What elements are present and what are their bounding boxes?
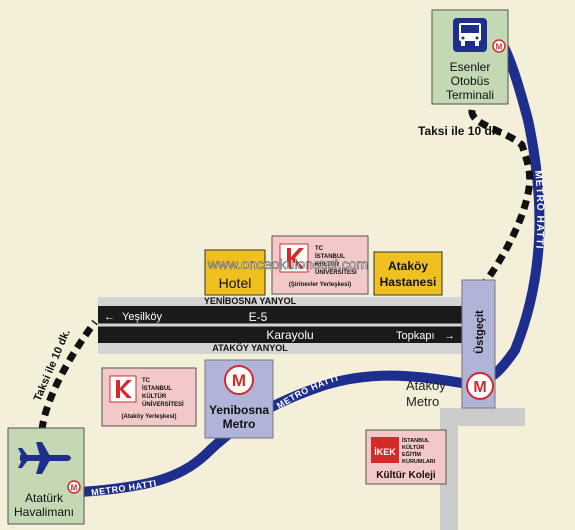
svg-text:M: M — [473, 379, 486, 396]
atakoy-hastanesi-line2: Hastanesi — [380, 275, 437, 289]
east-arrow-icon: → — [444, 330, 455, 342]
university-atakoy-line2: İSTANBUL — [142, 385, 172, 392]
university-logo-icon — [279, 243, 309, 273]
university-sirinevler-campus: (Şirinevler Yerleşkesi) — [289, 282, 351, 288]
hotel-building — [204, 249, 266, 296]
university-atakoy-line3: KÜLTÜR — [142, 393, 167, 400]
atakoy-hastanesi-line1: Ataköy — [388, 259, 428, 273]
yenibosna-metro-icon: M — [224, 365, 254, 395]
university-sirinevler-line2: İSTANBUL — [315, 253, 345, 260]
taxi-label-terminal: Taksi ile 10 dk. — [418, 124, 502, 138]
bus-icon — [453, 18, 487, 52]
terminal-metro-icon: M — [492, 39, 506, 53]
airport-metro-icon: M — [67, 480, 81, 494]
kultur-koleji-line4: KURUMLARI — [402, 459, 436, 465]
university-sirinevler-line1: TC — [315, 246, 324, 252]
svg-text:M: M — [71, 484, 78, 493]
atakoy-metro-label-line2: Metro — [406, 394, 439, 409]
e5-label: E-5 — [249, 310, 268, 324]
yenibosna-yanyol-label: YENİBOSNA YANYOL — [204, 296, 297, 306]
taxi-route-airport — [38, 319, 98, 431]
yenibosna-metro-label-line2: Metro — [223, 417, 256, 431]
atakoy-metro-label-line1: Ataköy — [406, 378, 446, 393]
svg-text:M: M — [232, 371, 246, 390]
kultur-koleji-name: Kültür Koleji — [376, 470, 436, 481]
university-atakoy-line1: TC — [142, 378, 151, 384]
topkapi-label: Topkapı — [396, 330, 435, 342]
terminal-label-line1: Esenler — [450, 60, 491, 74]
ikek-logo-icon — [371, 437, 399, 463]
ustgecit-label: Üstgeçit — [473, 310, 486, 354]
university-atakoy-campus: (Ataköy Yerleşkesi) — [122, 414, 177, 420]
terminal-label-line2: Otobüs — [451, 74, 490, 88]
yenibosna-metro-label-line1: Yenibosna — [209, 403, 269, 417]
atakoy-hastanesi-building — [373, 251, 443, 296]
ataturk-airport — [7, 427, 85, 525]
svg-text:M: M — [496, 43, 503, 52]
yesilkoy-label: Yeşilköy — [122, 311, 162, 323]
atakoy-metro-icon: M — [466, 372, 494, 400]
metro-line-label-upper: METRO HATTI — [532, 170, 545, 250]
kultur-koleji-line2: KÜLTÜR — [402, 444, 424, 451]
kultur-koleji-line1: İSTANBUL — [402, 437, 430, 444]
kultur-koleji-line3: EĞİTİM — [402, 450, 421, 458]
airport-label-line2: Havalimanı — [14, 505, 74, 519]
university-atakoy-logo-icon — [109, 375, 137, 403]
watermark: www.onceokuloncesi.com — [207, 256, 368, 272]
side-road-horizontal — [440, 408, 525, 426]
university-sirinevler-line4: ÜNİVERSİTESİ — [315, 269, 357, 276]
atakoy-yanyol-label: ATAKÖY YANYOL — [212, 343, 288, 353]
university-sirinevler-line3: KÜLTÜR — [315, 261, 340, 268]
taxi-route-terminal — [468, 109, 534, 295]
terminal-label-line3: Terminali — [446, 88, 494, 102]
airplane-icon — [18, 442, 71, 474]
ikek-logo-text: İKEK — [374, 447, 396, 457]
hotel-label: Hotel — [219, 275, 252, 291]
university-atakoy-line4: ÜNİVERSİTESİ — [142, 401, 184, 408]
karayolu-label: Karayolu — [266, 328, 313, 342]
airport-label-line1: Atatürk — [25, 491, 64, 505]
west-arrow-icon: ← — [104, 311, 115, 323]
